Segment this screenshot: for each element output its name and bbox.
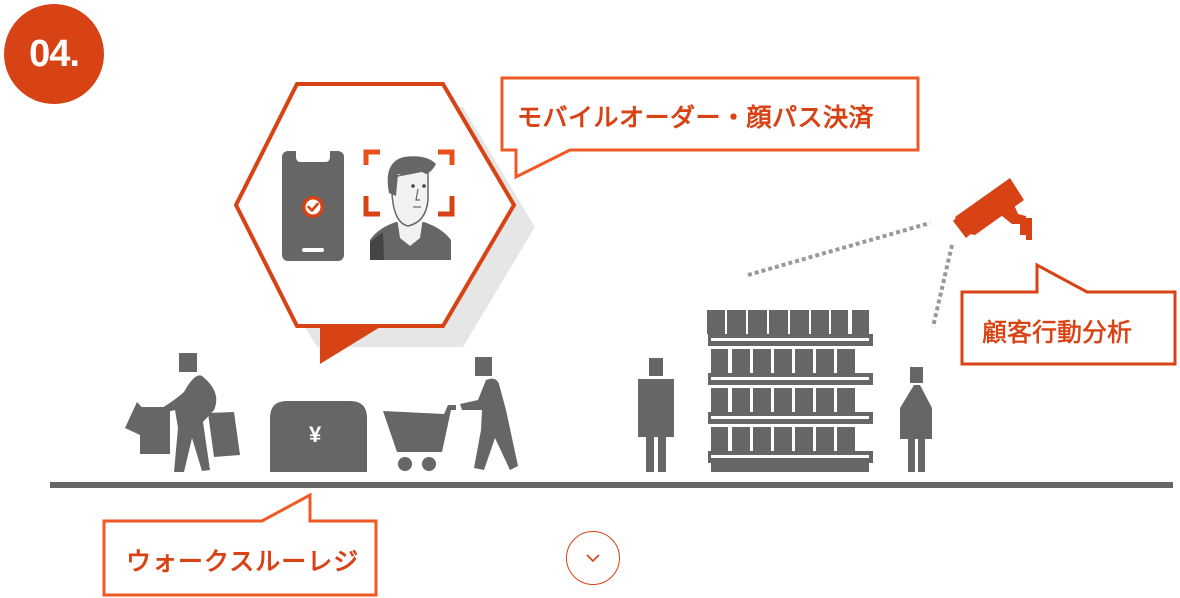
- face-recognition-icon: [363, 149, 455, 260]
- chevron-down-icon: [586, 554, 600, 563]
- smartphone-check-icon: [282, 151, 344, 261]
- hexagon-callout: [233, 82, 517, 364]
- shopping-cart-icon: [383, 405, 456, 471]
- step-number: 04.: [29, 32, 80, 75]
- register-counter: [270, 401, 367, 472]
- register-yen-symbol: ¥: [309, 422, 322, 447]
- callout-mobile-order-frame: [500, 76, 920, 180]
- camera-view-lines: [747, 221, 954, 328]
- floor-line: [50, 482, 1173, 488]
- product-shelf: [707, 310, 873, 472]
- callout-customer-analysis-frame: [960, 262, 1177, 366]
- security-camera-icon: [953, 178, 1032, 240]
- standing-man-figure: [638, 358, 674, 472]
- callout-mobile-order-label: モバイルオーダー・顔パス決済: [517, 103, 875, 132]
- step-number-badge: 04.: [4, 4, 104, 104]
- person-pushing-cart-figure: [460, 357, 518, 470]
- callout-walkthrough-register-label: ウォークスルーレジ: [126, 547, 360, 576]
- callout-walkthrough-register-frame: [102, 492, 378, 597]
- callout-customer-analysis-label: 顧客行動分析: [982, 318, 1133, 348]
- scroll-down-button[interactable]: [566, 531, 620, 585]
- standing-woman-figure: [900, 367, 932, 472]
- shopper-with-bags-figure: [125, 353, 240, 472]
